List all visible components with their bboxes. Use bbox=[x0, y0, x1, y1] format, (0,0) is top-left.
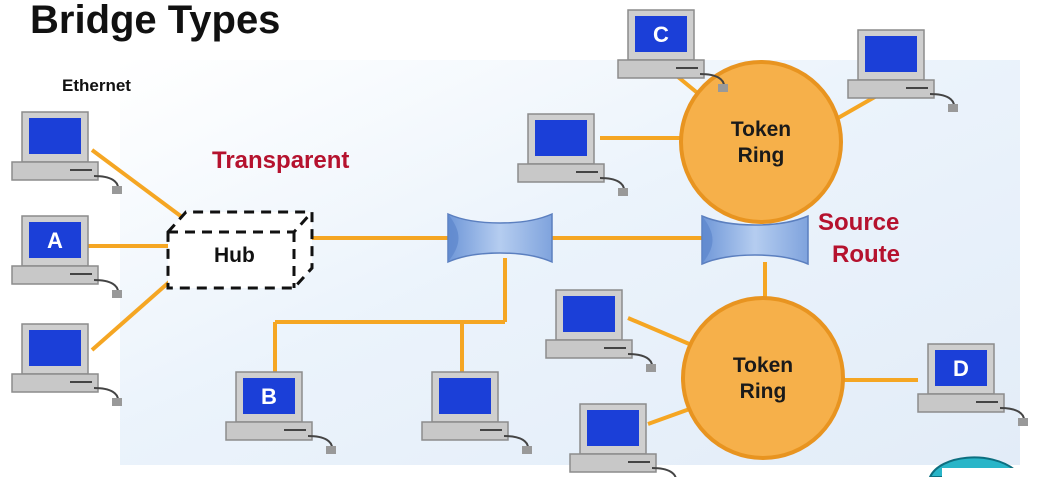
computer-d-label: D bbox=[953, 356, 969, 381]
source-route-label-line2: Route bbox=[832, 241, 900, 268]
token-ring-top-shape bbox=[679, 60, 843, 224]
ethernet-label: Ethernet bbox=[62, 76, 131, 95]
token-ring-bottom: Token Ring bbox=[681, 296, 845, 460]
token-ring-bottom-label-line2: Ring bbox=[740, 380, 787, 403]
token-ring-top-label-line2: Ring bbox=[738, 144, 785, 167]
corner-mask bbox=[942, 468, 1050, 477]
computer-a-label: A bbox=[47, 228, 63, 253]
computer-b-label: B bbox=[261, 384, 277, 409]
computer-c-label: C bbox=[653, 22, 669, 47]
token-ring-bottom-shape bbox=[681, 296, 845, 460]
page-title: Bridge Types bbox=[30, 0, 280, 42]
source-route-bridge bbox=[701, 214, 809, 266]
transparent-bridge bbox=[447, 212, 553, 264]
transparent-label: Transparent bbox=[212, 147, 349, 174]
token-ring-top: Token Ring bbox=[679, 60, 843, 224]
computer-c: C bbox=[617, 9, 729, 93]
hub: Hub bbox=[166, 210, 314, 290]
link-pc3-hub bbox=[90, 274, 178, 352]
computer-a: A bbox=[11, 215, 123, 299]
link-pc-ring2 bbox=[627, 316, 695, 348]
hub-label: Hub bbox=[214, 244, 255, 267]
source-route-label-line1: Source bbox=[818, 209, 899, 236]
computer-d: D bbox=[917, 343, 1029, 427]
link-pc1-hub bbox=[90, 148, 188, 222]
token-ring-bottom-label-line1: Token bbox=[733, 354, 793, 377]
computer-b: B bbox=[225, 371, 337, 455]
token-ring-top-label-line1: Token bbox=[731, 118, 791, 141]
